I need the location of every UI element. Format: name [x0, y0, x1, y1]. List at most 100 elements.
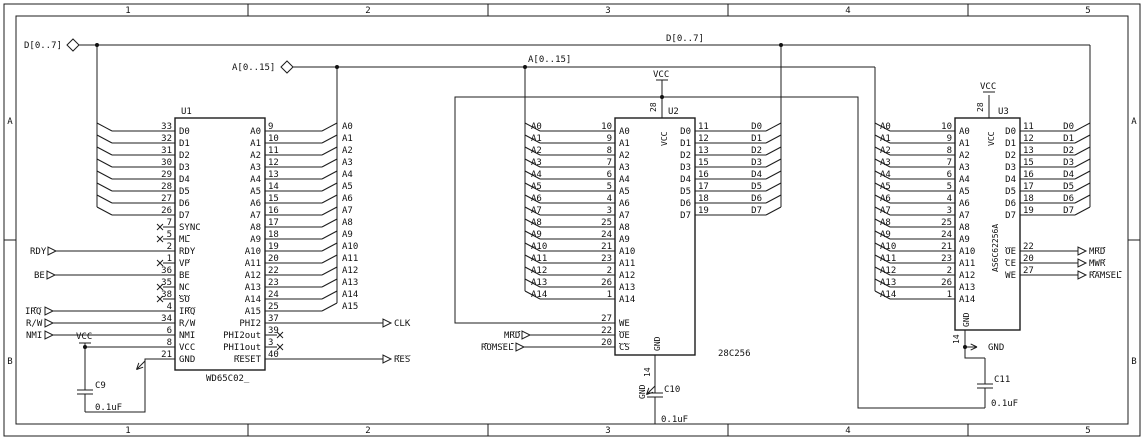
net-label[interactable]: A3: [342, 158, 353, 168]
port-mrd[interactable]: MRD: [1032, 246, 1105, 257]
net-label[interactable]: D7: [751, 206, 762, 216]
net-label[interactable]: D3: [1063, 158, 1074, 168]
port-clk[interactable]: CLK: [277, 318, 411, 329]
bus-entry: [96, 206, 113, 216]
net-label[interactable]: A3: [531, 158, 542, 168]
bus-label[interactable]: D[0..7]: [666, 34, 704, 44]
net-label[interactable]: A8: [880, 218, 891, 228]
bus-label[interactable]: A[0..15]: [528, 55, 571, 65]
net-label[interactable]: D2: [751, 146, 762, 156]
net-label[interactable]: A0: [880, 122, 891, 132]
rotated-label: 28: [649, 102, 658, 112]
net-label[interactable]: A12: [531, 266, 547, 276]
port-irq[interactable]: IRQ: [25, 306, 163, 317]
gnd-flag[interactable]: [136, 360, 146, 370]
net-label[interactable]: A12: [880, 266, 896, 276]
net-label[interactable]: A1: [342, 134, 353, 144]
net-label[interactable]: A0: [342, 122, 353, 132]
net-label[interactable]: A2: [531, 146, 542, 156]
net-label[interactable]: A6: [342, 194, 353, 204]
port-arrow-icon: [521, 330, 532, 340]
net-label[interactable]: A14: [880, 290, 896, 300]
pin-number: 19: [268, 242, 279, 252]
net-label[interactable]: D4: [1063, 170, 1074, 180]
net-label[interactable]: D6: [1063, 194, 1074, 204]
net-label[interactable]: A9: [880, 230, 891, 240]
port-label: IRQ: [25, 307, 41, 317]
net-label[interactable]: A7: [880, 206, 891, 216]
net-label[interactable]: A10: [531, 242, 547, 252]
net-label[interactable]: A13: [342, 278, 358, 288]
net-label[interactable]: A4: [531, 170, 542, 180]
net-label[interactable]: A8: [342, 218, 353, 228]
bus-label[interactable]: D[0..7]: [24, 41, 62, 51]
net-label[interactable]: D0: [751, 122, 762, 132]
net-label[interactable]: A13: [880, 278, 896, 288]
port-rdy[interactable]: RDY: [30, 246, 163, 257]
gnd-flag[interactable]: GND: [965, 343, 1004, 353]
net-label[interactable]: A11: [342, 254, 358, 264]
port-res[interactable]: RES: [277, 354, 410, 365]
pin-name: D6: [179, 199, 190, 209]
ic-body: [174, 117, 266, 371]
vcc-symbol[interactable]: VCC: [653, 70, 669, 81]
net-label[interactable]: A9: [342, 230, 353, 240]
net-label[interactable]: A6: [880, 194, 891, 204]
net-label[interactable]: A11: [531, 254, 547, 264]
net-label[interactable]: A1: [531, 134, 542, 144]
net-label[interactable]: D1: [1063, 134, 1074, 144]
net-label[interactable]: A11: [880, 254, 896, 264]
net-label[interactable]: A10: [342, 242, 358, 252]
bus-entry: [321, 218, 338, 228]
net-label[interactable]: A10: [880, 242, 896, 252]
net-label[interactable]: A3: [880, 158, 891, 168]
net-label[interactable]: A14: [531, 290, 547, 300]
net-label[interactable]: D5: [1063, 182, 1074, 192]
net-label[interactable]: A14: [342, 290, 358, 300]
net-label[interactable]: A5: [342, 182, 353, 192]
port-mwr[interactable]: MWR: [1032, 258, 1106, 269]
net-label[interactable]: A4: [880, 170, 891, 180]
net-label[interactable]: D4: [751, 170, 762, 180]
net-label[interactable]: D7: [1063, 206, 1074, 216]
net-label[interactable]: A4: [342, 170, 353, 180]
net-label[interactable]: A6: [531, 194, 542, 204]
port-romsel[interactable]: ROMSEL: [481, 342, 603, 353]
net-label[interactable]: A7: [342, 206, 353, 216]
bus-label[interactable]: A[0..15]: [232, 63, 275, 73]
net-label[interactable]: A15: [342, 302, 358, 312]
net-label[interactable]: D0: [1063, 122, 1074, 132]
net-label[interactable]: A5: [531, 182, 542, 192]
net-label[interactable]: A2: [880, 146, 891, 156]
net-label[interactable]: D1: [751, 134, 762, 144]
net-label[interactable]: A12: [342, 266, 358, 276]
net-label[interactable]: D5: [751, 182, 762, 192]
net-label[interactable]: D2: [1063, 146, 1074, 156]
vcc-symbol[interactable]: VCC: [76, 332, 92, 344]
port-ramsel[interactable]: RAMSEL: [1032, 270, 1122, 281]
pin-name: OE: [619, 331, 630, 341]
net-label[interactable]: A5: [880, 182, 891, 192]
net-label[interactable]: D6: [751, 194, 762, 204]
net-label[interactable]: A7: [531, 206, 542, 216]
pin-number: 27: [601, 314, 612, 324]
vcc-symbol[interactable]: VCC: [980, 82, 996, 93]
port-nmi[interactable]: NMI: [26, 330, 163, 341]
port-be[interactable]: BE: [34, 270, 163, 281]
capacitor-c9[interactable]: C90.1uF: [77, 343, 122, 413]
pin-name: PHI2: [239, 319, 261, 329]
net-label[interactable]: A9: [531, 230, 542, 240]
net-label[interactable]: D3: [751, 158, 762, 168]
net-label[interactable]: A2: [342, 146, 353, 156]
net-label[interactable]: A13: [531, 278, 547, 288]
net-label[interactable]: A1: [880, 134, 891, 144]
net-label[interactable]: A0: [531, 122, 542, 132]
net-label[interactable]: A8: [531, 218, 542, 228]
port-mrd[interactable]: MRD: [504, 330, 603, 341]
port-rw[interactable]: R/W: [26, 318, 163, 329]
